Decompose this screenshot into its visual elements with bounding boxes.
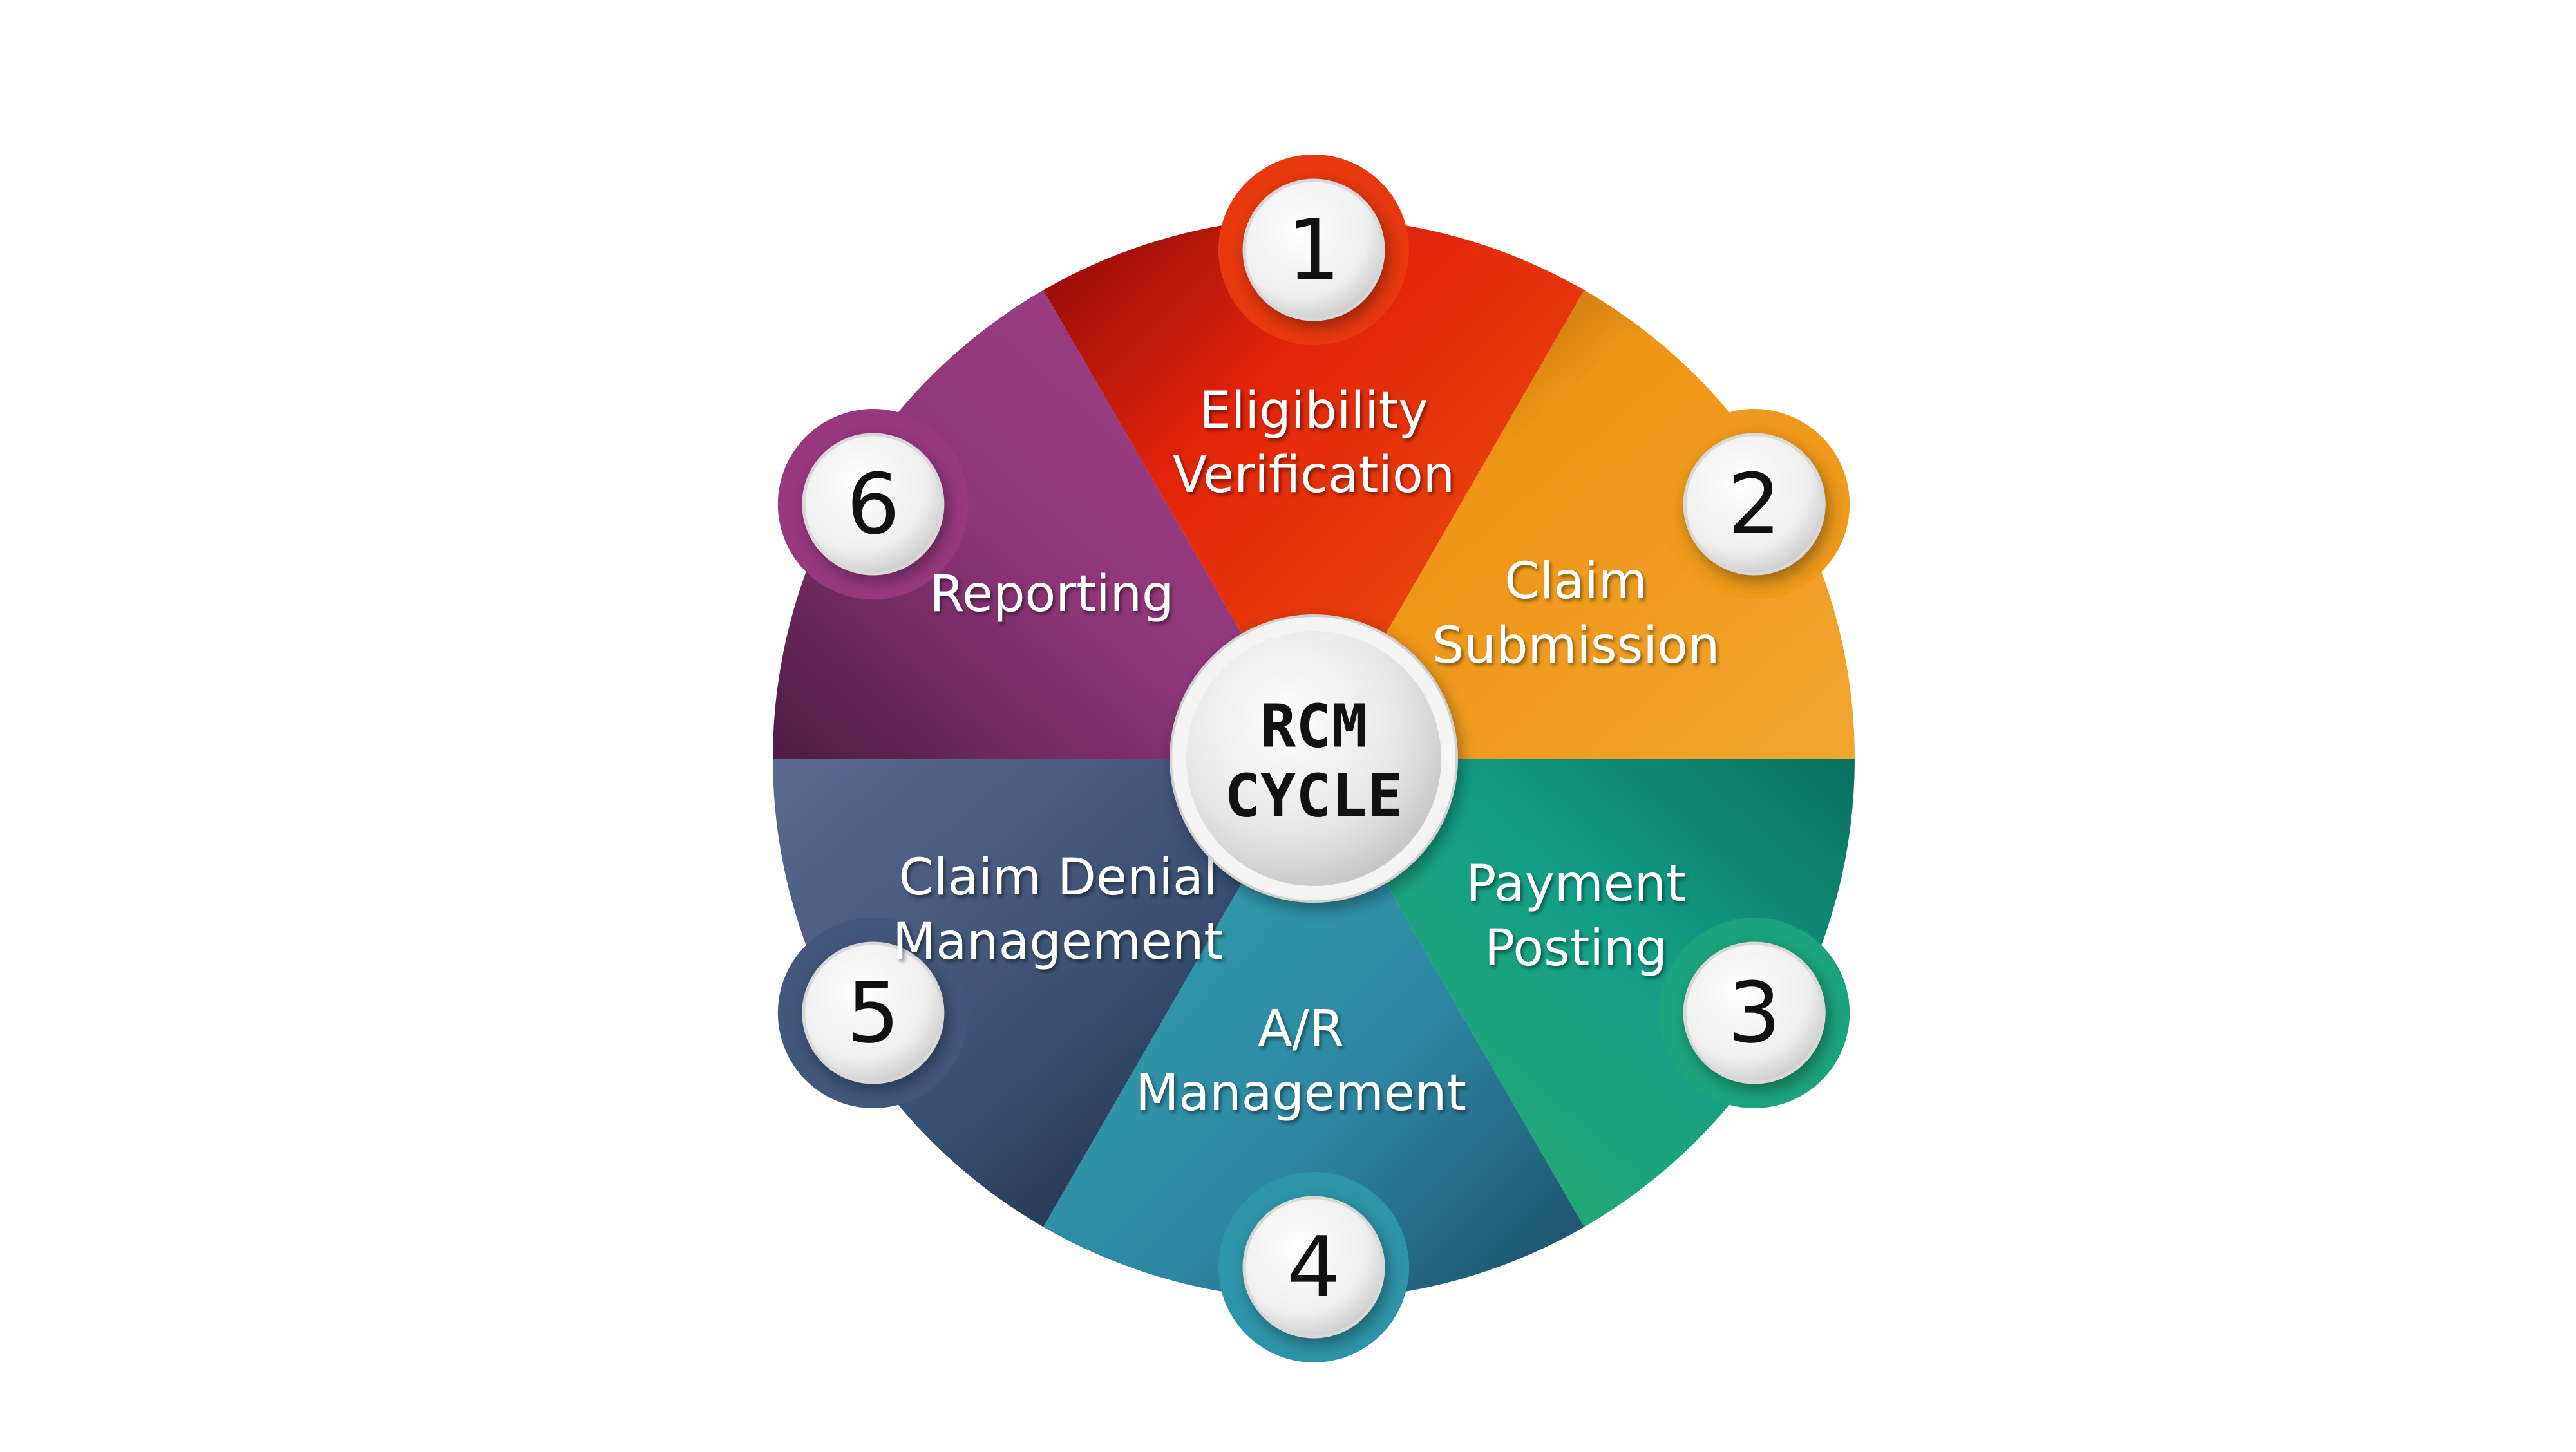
step-6-number: 6: [846, 455, 900, 553]
step-3-disc: [1683, 941, 1826, 1084]
segment-2: [1314, 290, 1855, 759]
step-5-label-line1: Claim Denial: [898, 849, 1217, 907]
center-title-line2: CYCLE: [1225, 762, 1403, 831]
segment-5: [773, 759, 1314, 1227]
segment-6: [773, 290, 1314, 759]
step-1-tab: 1: [1218, 155, 1409, 345]
center-title-line1: RCM: [1260, 692, 1367, 761]
step-3-label-line1: Payment: [1466, 855, 1685, 913]
center-hub-disc: [1186, 631, 1441, 886]
step-1-label-line2: Verification: [1173, 446, 1455, 504]
number-tabs: 1 2 3 4 5 6: [777, 155, 1850, 1362]
step-1-number: 1: [1287, 201, 1341, 299]
step-4-tab: 4: [1218, 1172, 1409, 1362]
segment-4: [1043, 759, 1584, 1299]
step-2-number: 2: [1728, 455, 1781, 553]
step-1-disc: [1242, 178, 1385, 321]
step-3-number: 3: [1728, 964, 1781, 1062]
step-2-label-line1: Claim: [1504, 552, 1647, 610]
step-5-disc: [802, 941, 945, 1084]
step-1-label-line1: Eligibility: [1199, 382, 1428, 440]
wheel-segments: [773, 217, 1855, 1299]
step-2-tab: 2: [1659, 409, 1850, 599]
step-5-tab: 5: [777, 918, 969, 1108]
step-4-label-line1: A/R: [1258, 1000, 1344, 1058]
step-6-tab: 6: [777, 409, 969, 599]
step-4-disc: [1242, 1196, 1385, 1339]
step-2-disc: [1683, 433, 1826, 576]
step-5-label-line2: Management: [893, 913, 1224, 971]
step-2-label-line2: Submission: [1432, 617, 1719, 675]
step-4-label-line2: Management: [1135, 1064, 1466, 1122]
step-3-label-line2: Posting: [1484, 919, 1667, 977]
step-6-label-line1: Reporting: [929, 565, 1173, 623]
center-hub: [1170, 614, 1458, 903]
step-3-tab: 3: [1659, 918, 1850, 1108]
segment-3: [1314, 759, 1855, 1227]
segment-1: [1043, 217, 1584, 759]
step-4-number: 4: [1287, 1218, 1341, 1316]
step-6-disc: [802, 433, 945, 576]
segment-labels: EligibilityVerificationClaimSubmissionPa…: [893, 382, 1719, 1122]
step-5-number: 5: [846, 964, 900, 1062]
